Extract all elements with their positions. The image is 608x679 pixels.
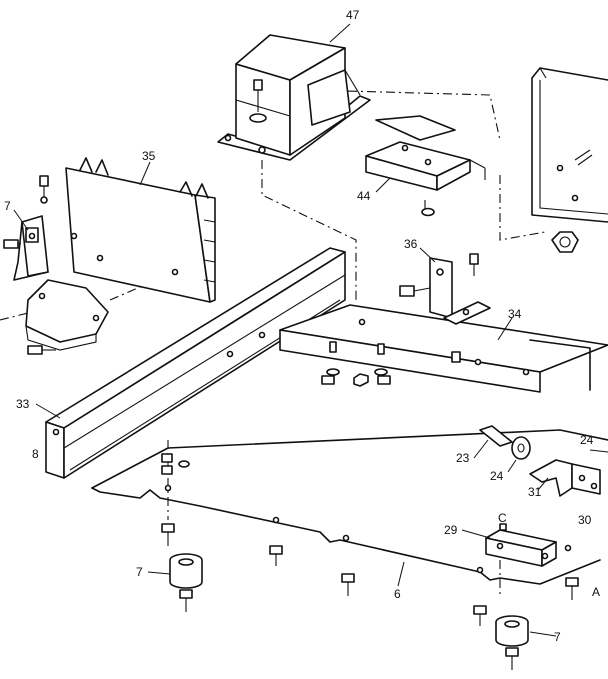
callout-7-left: 7 <box>136 565 143 579</box>
base-screws <box>269 375 579 600</box>
callout-47: 47 <box>346 8 360 22</box>
foot-right-part-7 <box>473 605 529 670</box>
transformer-part-47 <box>217 34 371 161</box>
leader-lines <box>13 23 557 637</box>
callout-33: 33 <box>16 397 30 411</box>
callout-29: 29 <box>444 523 458 537</box>
foot-left-part-7 <box>161 523 203 612</box>
left-bracket-part-7 <box>3 175 49 281</box>
side-panel-fragment <box>531 67 608 253</box>
callout-C: C <box>498 511 507 525</box>
callout-labels: 47 35 7 44 36 34 33 8 23 24 24 31 30 29 … <box>4 8 600 644</box>
base-plate-part-6 <box>91 429 608 585</box>
callout-35: 35 <box>142 149 156 163</box>
callout-7-right: 7 <box>554 630 561 644</box>
callout-23: 23 <box>456 451 470 465</box>
callout-31: 31 <box>528 485 542 499</box>
bracket-part-44 <box>365 115 486 217</box>
callout-30: 30 <box>578 513 592 527</box>
callout-8: 8 <box>32 447 39 461</box>
long-rail-part-33 <box>45 247 346 479</box>
screw-stack-left <box>161 453 190 475</box>
screw-group <box>326 341 388 387</box>
callout-36: 36 <box>404 237 418 251</box>
callout-A: A <box>592 585 600 599</box>
oval-mounting-plate <box>25 279 109 355</box>
block-part-29 <box>485 523 557 567</box>
callout-7-top: 7 <box>4 199 11 213</box>
callout-34: 34 <box>508 307 522 321</box>
callout-6: 6 <box>394 587 401 601</box>
parts-23-24-31 <box>479 425 608 497</box>
callout-24: 24 <box>490 469 504 483</box>
callout-44: 44 <box>357 189 371 203</box>
circuit-board-part-35 <box>65 157 216 303</box>
l-bracket-part-36 <box>399 253 491 363</box>
callout-24-right: 24 <box>580 433 594 447</box>
